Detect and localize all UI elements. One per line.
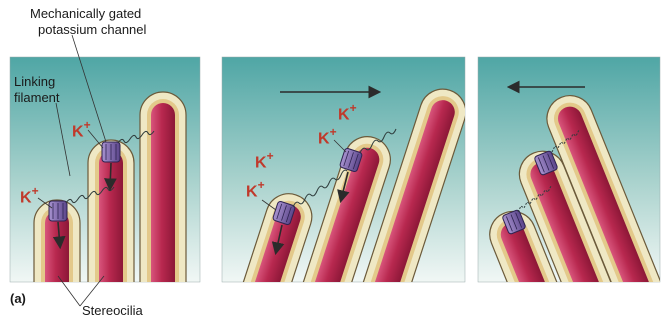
ion-flow-arrow	[110, 163, 111, 188]
filament-label-line2: filament	[14, 90, 60, 105]
potassium-channel-icon	[102, 142, 120, 162]
stereocilium-tall	[140, 92, 186, 320]
potassium-ion-label: K+	[338, 100, 357, 124]
panel-deflected-left	[478, 57, 662, 322]
channel-label-line2: potassium channel	[38, 22, 146, 37]
potassium-channel-icon	[49, 201, 67, 221]
potassium-ion-label: K+	[20, 183, 39, 207]
part-label: (a)	[10, 291, 26, 306]
filament-label-line1: Linking	[14, 74, 55, 89]
stereocilia-label: Stereocilia	[82, 303, 143, 318]
channel-label-line1: Mechanically gated	[30, 6, 141, 21]
potassium-ion-label: K+	[318, 124, 337, 148]
potassium-ion-label: K+	[246, 177, 265, 201]
potassium-ion-label: K+	[72, 117, 91, 141]
potassium-ion-label: K+	[255, 148, 274, 172]
